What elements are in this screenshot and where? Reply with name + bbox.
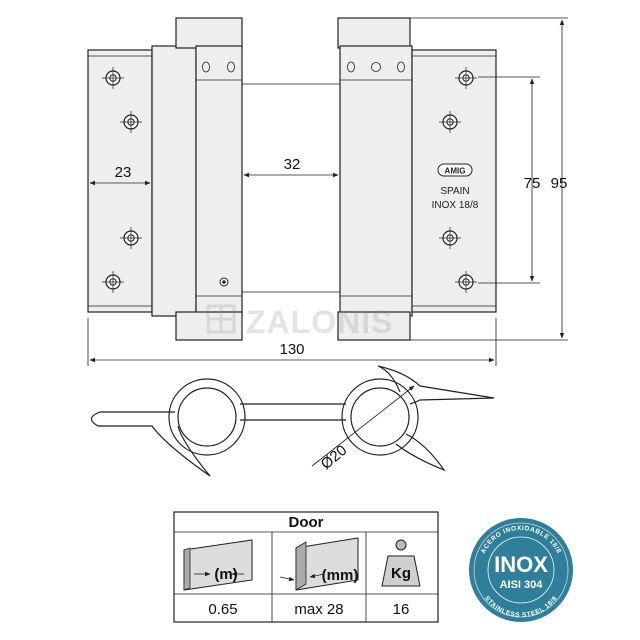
weight-icon xyxy=(381,539,421,587)
door-spec-table: Door (m) 0.65 (mm) max 28 Kg 16 xyxy=(173,511,439,623)
right-barrel-top-cap xyxy=(337,17,411,49)
screw-hole-icon xyxy=(102,271,124,293)
door-height-icon xyxy=(183,539,253,591)
screw-hole-icon xyxy=(455,271,477,293)
left-barrel xyxy=(195,45,243,317)
door-thickness-icon xyxy=(279,537,359,591)
right-barrel-inner xyxy=(350,387,410,447)
watermark: ZALONIS xyxy=(206,304,393,340)
tension-screw-icon xyxy=(219,277,229,287)
left-barrel-slots xyxy=(202,61,235,73)
dim-hole-span: 75 xyxy=(524,175,541,192)
dim-gap: 32 xyxy=(284,156,301,173)
dim-total-height: 95 xyxy=(551,175,568,192)
screw-hole-icon xyxy=(120,227,142,249)
left-leaf-screw-holes xyxy=(102,67,142,293)
right-barrel-bottom-cap xyxy=(337,311,411,341)
logo-text: AMIG xyxy=(445,167,466,176)
screw-hole-icon xyxy=(439,227,461,249)
badge-title: INOX xyxy=(494,552,548,577)
left-barrel-outer xyxy=(168,378,246,456)
value-thickness: max 28 xyxy=(294,601,343,618)
hinge-front-view: AMIG SPAIN INOX 18/8 xyxy=(87,17,497,341)
left-barrel-bottom-cap xyxy=(175,311,243,341)
badge-subtitle: AISI 304 xyxy=(500,579,544,591)
screw-hole-icon xyxy=(120,111,142,133)
material-marking: INOX 18/8 xyxy=(432,200,479,211)
right-leaf-screw-holes xyxy=(439,67,477,293)
dim-diameter: Ø20 xyxy=(318,442,351,473)
dim-leaf-width: 23 xyxy=(115,164,132,181)
watermark-text: ZALONIS xyxy=(246,304,393,340)
dim-total-width: 130 xyxy=(279,341,304,358)
left-barrel-top-cap xyxy=(175,17,243,49)
unit-thickness: (mm) xyxy=(322,567,359,584)
left-barrel-inner xyxy=(177,387,237,447)
right-barrel xyxy=(339,45,413,317)
screw-hole-icon xyxy=(102,67,124,89)
left-leaf-plate xyxy=(87,49,153,313)
right-barrel-slots xyxy=(347,61,405,73)
right-leaf-plate xyxy=(411,49,497,313)
screw-hole-icon xyxy=(439,111,461,133)
origin-marking: SPAIN xyxy=(440,186,469,197)
value-height: 0.65 xyxy=(208,601,237,618)
unit-height: (m) xyxy=(214,566,237,583)
dimension-lines: 23 32 75 95 130 xyxy=(87,17,568,366)
table-header: Door xyxy=(289,514,324,531)
inox-badge: ACERO INOXIDABLE 18/8 STAINLESS STEEL 18… xyxy=(469,518,573,622)
hinge-top-view: Ø20 xyxy=(90,365,495,477)
unit-weight: Kg xyxy=(391,565,411,582)
value-weight: 16 xyxy=(393,601,410,618)
left-leaf-bend xyxy=(151,45,197,317)
screw-hole-icon xyxy=(455,67,477,89)
brand-logo: AMIG xyxy=(437,163,473,177)
right-barrel-outer xyxy=(341,378,419,456)
